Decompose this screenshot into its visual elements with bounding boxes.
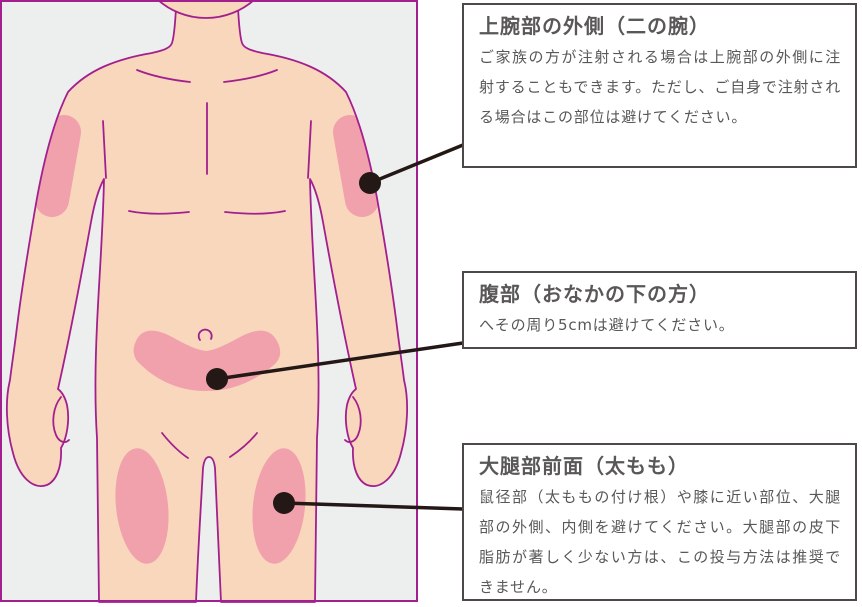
callout-abdomen-body: へその周り5cmは避けてください。 bbox=[479, 316, 735, 334]
callout-thigh: 大腿部前面（太もも） 鼠径部（太ももの付け根）や膝に近い部位、大腿部の外側、内側… bbox=[462, 443, 857, 601]
callout-upper-arm-title: 上腕部の外側（二の腕） bbox=[479, 14, 710, 38]
marker-upper-arm bbox=[359, 172, 381, 194]
callout-thigh-body: 鼠径部（太ももの付け根）や膝に近い部位、大腿部の外側、内側を避けてください。大腿… bbox=[479, 488, 841, 596]
hip-crease-left-line bbox=[161, 432, 189, 459]
zone-upper-arm-right bbox=[333, 115, 379, 217]
marker-abdomen bbox=[206, 368, 228, 390]
armpit-right-line bbox=[307, 120, 312, 179]
head bbox=[156, 0, 256, 19]
leader-line-abdomen bbox=[215, 341, 465, 381]
figure-panel-border bbox=[0, 0, 418, 602]
marker-thigh bbox=[273, 492, 295, 514]
body-silhouette bbox=[6, 8, 408, 602]
hand-left-thumb-line bbox=[52, 396, 70, 443]
clavicle-right-line bbox=[223, 69, 278, 83]
callout-upper-arm-body: ご家族の方が注射される場合は上腕部の外側に注射することもできます。ただし、ご自身… bbox=[479, 48, 841, 126]
zone-upper-arm-left bbox=[35, 115, 81, 217]
zone-thigh-left bbox=[115, 448, 169, 564]
callout-upper-arm: 上腕部の外側（二の腕） ご家族の方が注射される場合は上腕部の外側に注射することも… bbox=[462, 3, 857, 168]
leader-line-upper-arm bbox=[368, 143, 465, 185]
leader-lines bbox=[215, 143, 465, 511]
hip-crease-right-line bbox=[229, 432, 258, 458]
callout-abdomen: 腹部（おなかの下の方） へその周り5cmは避けてください。 bbox=[462, 271, 857, 349]
body-detail-lines bbox=[52, 69, 362, 459]
chest-left-line bbox=[128, 210, 190, 215]
body-outline bbox=[5, 7, 409, 603]
chest-right-line bbox=[224, 210, 286, 215]
callout-abdomen-title: 腹部（おなかの下の方） bbox=[479, 282, 710, 306]
callout-thigh-title: 大腿部前面（太もも） bbox=[479, 454, 689, 478]
clavicle-left-line bbox=[136, 69, 191, 83]
hand-right-thumb-line bbox=[344, 396, 362, 443]
navel-arc bbox=[197, 328, 213, 341]
armpit-left-line bbox=[102, 120, 107, 179]
leader-line-thigh bbox=[282, 501, 465, 511]
